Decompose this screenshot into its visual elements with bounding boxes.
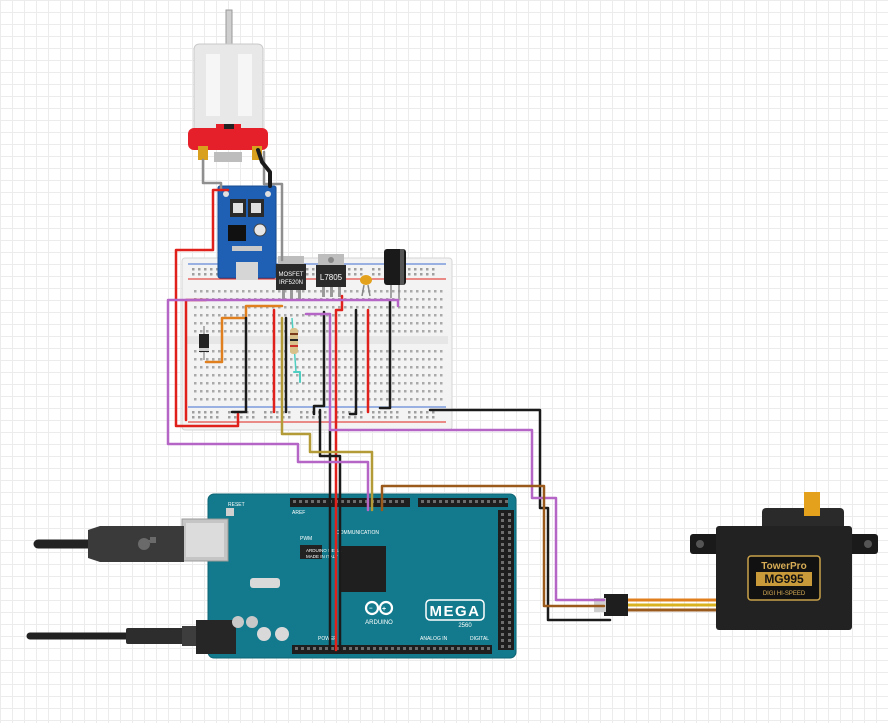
mosfet-transistor: MOSFET IRF520N — [276, 256, 306, 300]
voltage-regulator: L7805 — [316, 254, 346, 297]
resistor — [290, 317, 298, 373]
ceramic-capacitor — [360, 275, 372, 297]
wire-red-sensor — [174, 188, 240, 428]
wire-green — [293, 371, 301, 383]
diode — [199, 326, 209, 360]
wire-brown-servo — [380, 484, 606, 608]
arduino-note-2: MADE IN ITALY — [306, 554, 338, 559]
wire-black-3 — [312, 310, 326, 416]
arduino-header-pins — [293, 500, 511, 650]
wire-purple-sensor — [166, 298, 400, 512]
wires — [166, 148, 612, 652]
servo-model: MG995 — [764, 572, 804, 586]
arduino-mega-board: COMMUNICATION PWM DIGITAL ANALOG IN POWE… — [181, 493, 517, 659]
svg-text:−: − — [369, 606, 373, 612]
arduino-digital-label: DIGITAL — [470, 636, 489, 642]
ir-sensor-module — [217, 185, 277, 280]
wire-black-motor — [256, 148, 272, 188]
arduino-power-label: POWER — [318, 636, 337, 642]
wire-purple-servo — [304, 312, 606, 602]
arduino-model: MEGA — [430, 603, 481, 620]
wire-olive — [280, 316, 374, 512]
arduino-variant: 2560 — [458, 623, 472, 629]
electrolytic-capacitor — [384, 249, 406, 298]
usb-cable — [33, 526, 184, 562]
arduino-brand: ARDUINO — [365, 620, 393, 626]
arduino-pwm-label: PWM — [300, 536, 312, 542]
wire-black-5 — [378, 298, 392, 410]
arduino-analog-label: ANALOG IN — [420, 636, 448, 642]
arduino-logo: − + — [364, 600, 394, 616]
dc-motor — [188, 9, 268, 162]
mosfet-label-1: MOSFET — [279, 272, 304, 278]
servo-brand: TowerPro — [761, 561, 806, 572]
arduino-aref-label: AREF — [292, 510, 305, 516]
arduino-note-1: ARDUINO MEGA — [306, 548, 341, 553]
arduino-comm-label: COMMUNICATION — [336, 530, 379, 536]
wire-orange — [204, 304, 284, 364]
wire-black-1 — [230, 316, 248, 414]
power-barrel-cable — [26, 626, 196, 646]
regulator-label: L7805 — [320, 273, 343, 282]
arduino-reset-label: RESET — [228, 502, 245, 508]
wire-black-4 — [348, 308, 358, 416]
wire-gray-motor-2 — [262, 150, 284, 262]
wire-red-arduino — [334, 294, 344, 652]
svg-text:+: + — [382, 606, 386, 613]
servo-motor: TowerPro MG995 DIGI HI-SPEED — [594, 492, 878, 630]
mosfet-label-2: IRF520N — [279, 280, 303, 286]
servo-desc: DIGI HI-SPEED — [763, 591, 806, 597]
wire-gray-motor — [201, 158, 223, 192]
